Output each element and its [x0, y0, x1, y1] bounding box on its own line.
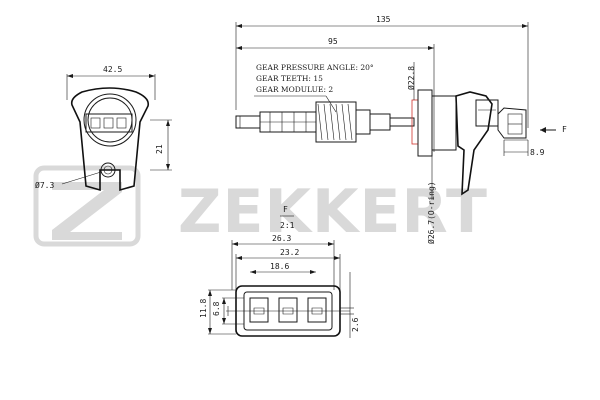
- dim-plug-mid: 23.2: [280, 248, 299, 257]
- view-scale: 2:1: [280, 221, 295, 230]
- dim-plug-outer: 26.3: [272, 234, 291, 243]
- note-gear-teeth: GEAR TEETH: 15: [256, 74, 323, 83]
- dim-oring-dia: Ø26.7(O-ring): [426, 181, 436, 244]
- dim-plug-height-outer: 11.8: [199, 299, 208, 318]
- dim-plug-inner: 18.6: [270, 262, 289, 271]
- view-f-plug: F 2:1 26.3 23.2 18.6 11.: [199, 205, 360, 338]
- view-label: F: [283, 205, 288, 214]
- note-pressure-angle: GEAR PRESSURE ANGLE: 20°: [256, 63, 374, 72]
- dim-pin-height: 2.6: [351, 317, 360, 332]
- note-gear-module: GEAR MODULUE: 2: [256, 85, 333, 94]
- connector-end-view: 42.5 Ø7.3 21: [35, 65, 172, 192]
- logo-wordmark: ZEKKERT: [178, 177, 488, 247]
- brand-logo: ZEKKERT: [33, 165, 488, 247]
- dim-plug-offset: 8.9: [530, 148, 545, 157]
- dim-plug-height-inner: 6.8: [212, 301, 221, 316]
- dim-connector-height: 21: [155, 144, 164, 154]
- view-arrow-label: F: [562, 125, 567, 134]
- dim-gear-dia: Ø22.8: [406, 66, 416, 90]
- dim-hole-dia: Ø7.3: [35, 180, 54, 190]
- sensor-side-view: 135 95 GEAR PRESSURE ANGLE: 20° GEAR TEE…: [235, 15, 567, 244]
- dim-shaft-length: 95: [328, 37, 338, 46]
- dim-connector-width: 42.5: [103, 65, 122, 74]
- dim-total-length: 135: [376, 15, 391, 24]
